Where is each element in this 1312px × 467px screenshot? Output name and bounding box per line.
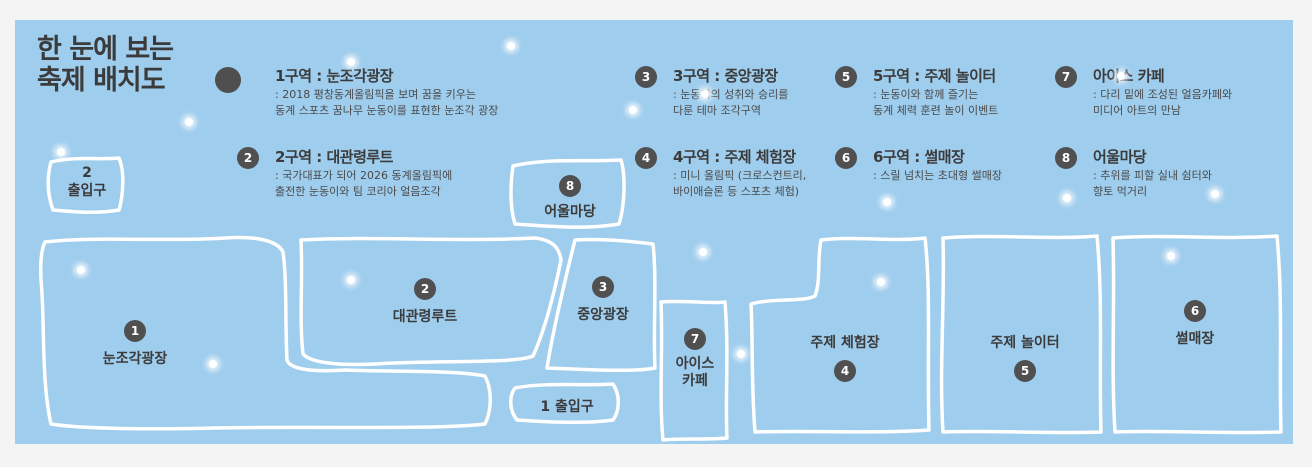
- zone-number-badge: 4: [834, 360, 856, 382]
- zone-5-label: 주제 놀이터 5: [965, 332, 1085, 382]
- legend-title: 2구역 : 대관령루트: [275, 148, 393, 166]
- legend-desc-line: : 다리 밑에 조성된 얼음카페와: [1093, 88, 1233, 101]
- legend-desc-line: : 스릴 넘치는 초대형 썰매장: [873, 169, 1003, 182]
- legend-title: 3구역 : 중앙광장: [673, 67, 778, 85]
- snow-sparkle: [629, 106, 637, 114]
- snow-sparkle: [347, 276, 355, 284]
- snow-sparkle: [209, 360, 217, 368]
- zone-number-badge: 6: [1184, 300, 1206, 322]
- legend-desc-line: 출전한 눈동이와 팀 코리아 얼음조각: [275, 185, 441, 198]
- zone-4-outline: [749, 236, 931, 434]
- legend-title: 6구역 : 썰매장: [873, 148, 965, 166]
- legend-desc-line: 동계 스포츠 꿈나무 눈동이를 표현한 눈조각 광장: [275, 104, 499, 117]
- legend-desc: : 미니 올림픽 (크로스컨트리, 바이애슬론 등 스포츠 체험): [673, 168, 806, 200]
- zone-7-outline: [659, 299, 729, 442]
- zone-number-badge: 7: [684, 328, 706, 350]
- map-title: 한 눈에 보는 축제 배치도: [37, 34, 174, 96]
- snow-sparkle: [1063, 194, 1071, 202]
- legend-title: 1구역 : 눈조각광장: [275, 67, 393, 85]
- legend-desc-line: 향토 먹거리: [1093, 185, 1148, 198]
- zone-name-line-2: 카페: [682, 373, 708, 389]
- legend-number-badge: 7: [1055, 66, 1077, 88]
- legend-number-badge: 3: [635, 66, 657, 88]
- zone-5-outline: [939, 234, 1103, 435]
- legend-desc-line: : 국가대표가 되어 2026 동계올림픽에: [275, 169, 453, 182]
- snow-sparkle: [883, 198, 891, 206]
- zone-1-marker: [215, 67, 241, 93]
- legend-desc: : 눈동이와 함께 즐기는 동계 체력 훈련 놀이 이벤트: [873, 87, 998, 119]
- zone-name: 어울마당: [544, 204, 596, 220]
- zone-name-line-1: 아이스: [675, 356, 715, 372]
- snow-sparkle: [737, 350, 745, 358]
- zone-name: 중앙광장: [577, 307, 629, 323]
- zone-name: 대관령루트: [392, 309, 458, 325]
- zone-3-label: 3 중앙광장: [553, 276, 653, 324]
- snow-sparkle: [699, 248, 707, 256]
- legend-desc-line: 바이애슬론 등 스포츠 체험): [673, 185, 800, 198]
- zone-7-label: 7 아이스 카페: [665, 328, 725, 390]
- zone-name: 썰매장: [1175, 331, 1215, 347]
- zone-number-badge: 8: [559, 175, 581, 197]
- title-line-1: 한 눈에 보는: [37, 34, 174, 65]
- snow-sparkle: [1211, 190, 1219, 198]
- legend-desc-line: 동계 체력 훈련 놀이 이벤트: [873, 104, 999, 117]
- snow-sparkle: [877, 278, 885, 286]
- snow-sparkle: [701, 90, 709, 98]
- legend-title: 아이스 카페: [1093, 67, 1165, 85]
- legend-desc: : 추위를 피할 실내 쉼터와 향토 먹거리: [1093, 168, 1212, 200]
- legend-desc: : 스릴 넘치는 초대형 썰매장: [873, 168, 1002, 184]
- snow-sparkle: [347, 58, 355, 66]
- snow-sparkle: [57, 148, 65, 156]
- zone-number-badge: 3: [592, 276, 614, 298]
- legend-desc-line: : 추위를 피할 실내 쉼터와: [1093, 169, 1212, 182]
- legend-desc-line: 미디어 아트의 만남: [1093, 104, 1181, 117]
- legend-title: 4구역 : 주제 체험장: [673, 148, 796, 166]
- entrance-2-label: 2 출입구: [51, 164, 123, 200]
- legend-number-badge: 5: [835, 66, 857, 88]
- legend-desc-line: 다룬 테마 조각구역: [673, 104, 761, 117]
- title-line-2: 축제 배치도: [37, 65, 166, 96]
- snow-sparkle: [185, 118, 193, 126]
- snow-sparkle: [1117, 72, 1125, 80]
- entrance-1-outline: [509, 382, 620, 425]
- entrance-1-label: 1 출입구: [540, 399, 594, 415]
- zone-8-outline: [509, 158, 626, 229]
- zone-1-label: 1 눈조각광장: [75, 320, 195, 368]
- zone-2-outline: [299, 236, 563, 367]
- zone-6-outline: [1111, 234, 1283, 435]
- legend-desc: : 국가대표가 되어 2026 동계올림픽에 출전한 눈동이와 팀 코리아 얼음…: [275, 168, 452, 200]
- legend-number-badge: 4: [635, 147, 657, 169]
- legend-number-badge: 2: [237, 147, 259, 169]
- legend-desc-line: : 미니 올림픽 (크로스컨트리,: [673, 169, 807, 182]
- legend-title: 어울마당: [1093, 148, 1147, 166]
- zone-number-badge: 1: [124, 320, 146, 342]
- zone-8-label: 8 어울마당: [520, 175, 620, 221]
- entrance-name: 출입구: [67, 183, 107, 199]
- festival-map: 한 눈에 보는 축제 배치도 1구역 : 눈조각광장 : 2018 평창동계올림…: [15, 20, 1293, 444]
- zone-4-label: 주제 체험장 4: [785, 332, 905, 382]
- snow-sparkle: [507, 42, 515, 50]
- zone-6-label: 6 썰매장: [1145, 300, 1245, 348]
- entrance-number: 2: [82, 165, 92, 181]
- legend-desc-line: : 눈동이와 함께 즐기는: [873, 88, 979, 101]
- zone-name: 눈조각광장: [102, 351, 168, 367]
- zone-3-outline: [545, 237, 657, 373]
- snow-sparkle: [77, 266, 85, 274]
- entrance-2-outline: [46, 156, 125, 215]
- legend-number-badge: 8: [1055, 147, 1077, 169]
- zone-name: 주제 놀이터: [990, 335, 1060, 351]
- legend-desc-line: : 2018 평창동계올림픽을 보며 꿈을 키우는: [275, 88, 476, 101]
- snow-sparkle: [1167, 252, 1175, 260]
- zone-name: 주제 체험장: [810, 335, 880, 351]
- zone-number-badge: 5: [1014, 360, 1036, 382]
- legend-desc: : 2018 평창동계올림픽을 보며 꿈을 키우는 동계 스포츠 꿈나무 눈동이…: [275, 87, 498, 119]
- legend-title: 5구역 : 주제 놀이터: [873, 67, 996, 85]
- zone-1-outline: [39, 235, 492, 431]
- zone-2-label: 2 대관령루트: [365, 278, 485, 326]
- legend-number-badge: 6: [835, 147, 857, 169]
- zone-number-badge: 2: [414, 278, 436, 300]
- zone-outlines: [39, 156, 1283, 442]
- legend-desc: : 다리 밑에 조성된 얼음카페와 미디어 아트의 만남: [1093, 87, 1232, 119]
